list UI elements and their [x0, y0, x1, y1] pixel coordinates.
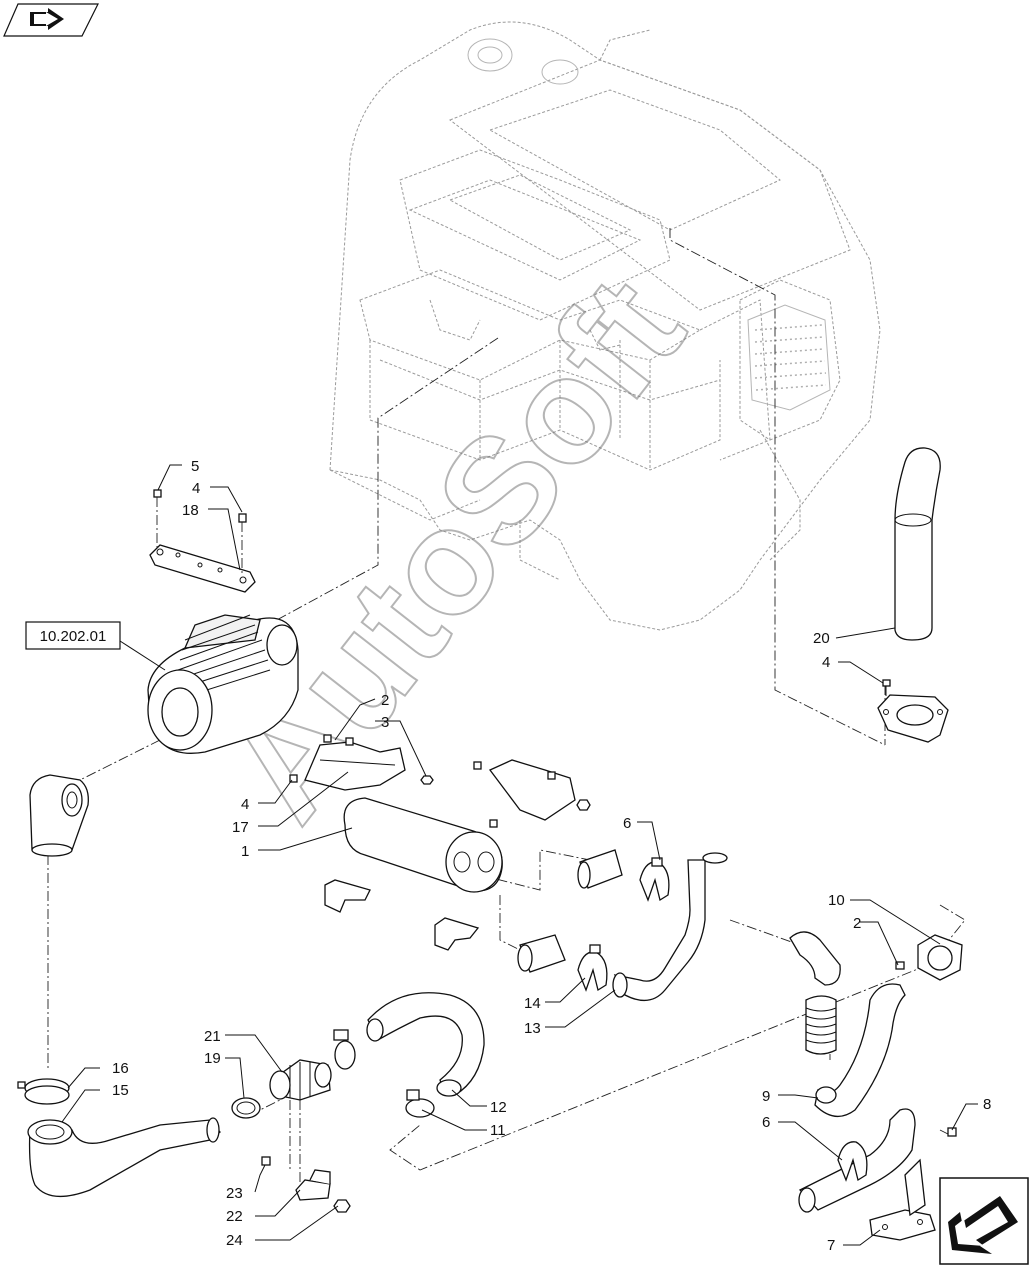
muffler-bracket-upper — [289, 734, 434, 791]
pipe-9 — [814, 983, 906, 1117]
pivot-boss — [467, 38, 579, 85]
callout-14: 14 — [524, 995, 541, 1012]
callout-3: 3 — [381, 714, 389, 731]
muffler-bracket-lower — [324, 879, 480, 951]
callout-5: 5 — [191, 458, 199, 475]
callout-15: 15 — [112, 1082, 129, 1099]
u-clamp-6-upper — [639, 857, 670, 902]
callout-24: 24 — [226, 1232, 243, 1249]
callout-12: 12 — [490, 1099, 507, 1116]
bolt-4-stack — [882, 679, 891, 696]
callout-19: 19 — [204, 1050, 221, 1067]
callout-18: 18 — [182, 502, 199, 519]
hose-clamp-pipe — [333, 1029, 356, 1070]
u-clamp-6-lower — [837, 1141, 868, 1182]
callout-20: 20 — [813, 630, 830, 647]
exhaust-stack — [894, 447, 941, 641]
callout-21: 21 — [204, 1028, 221, 1045]
callout-4-stack: 4 — [822, 654, 830, 671]
callout-22: 22 — [226, 1208, 243, 1225]
exhaust-pipe-13 — [612, 852, 728, 1002]
callout-8: 8 — [983, 1096, 991, 1113]
next-page-arrow-icon[interactable] — [939, 1177, 1029, 1265]
callout-10: 10 — [828, 892, 845, 909]
coupler-sleeve — [577, 849, 623, 889]
machine-frame-outline — [329, 21, 881, 631]
callout-1: 1 — [241, 843, 249, 860]
nut-24 — [333, 1199, 351, 1213]
callout-13: 13 — [524, 1020, 541, 1037]
leader-lines — [61, 464, 978, 1246]
bracket-22 — [295, 1169, 331, 1201]
callout-4-plate: 4 — [192, 480, 200, 497]
bolt-4-plate — [238, 513, 247, 576]
callout-2-flange: 2 — [853, 915, 861, 932]
hose-clamp-16 — [17, 1078, 70, 1105]
muffler — [343, 797, 503, 893]
callout-6-upper: 6 — [623, 815, 631, 832]
bolt-8 — [947, 1127, 957, 1137]
hose-clamp-19 — [231, 1097, 261, 1119]
callout-labels: 5 4 18 2 3 4 17 1 6 20 4 10 2 14 13 9 6 … — [112, 458, 991, 1254]
coupling-21 — [269, 1059, 332, 1101]
callout-2-upper: 2 — [381, 692, 389, 709]
bolt-5 — [153, 489, 162, 548]
intake-elbow — [29, 774, 89, 857]
flex-bellows-9 — [805, 995, 837, 1055]
flange-10 — [917, 934, 963, 981]
muffler-bracket-mid — [473, 759, 591, 828]
u-clamp-14 — [577, 944, 608, 992]
callout-11: 11 — [490, 1122, 506, 1139]
mounting-bracket-7 — [869, 1158, 936, 1241]
intake-hose-15 — [27, 1117, 221, 1197]
pipe-elbow — [789, 931, 841, 986]
book-arrow-icon[interactable] — [3, 3, 99, 37]
callout-16: 16 — [112, 1060, 129, 1077]
bolt-2-flange — [895, 961, 905, 970]
watermark: AutoSoft — [193, 247, 715, 849]
hose-12 — [366, 992, 485, 1097]
mounting-plate — [149, 544, 256, 593]
callout-7: 7 — [827, 1237, 835, 1254]
callout-6-lower: 6 — [762, 1114, 770, 1131]
radiator-grille — [747, 304, 831, 411]
hose-clamp-11 — [405, 1089, 435, 1118]
callout-23: 23 — [226, 1185, 243, 1202]
callout-9: 9 — [762, 1088, 770, 1105]
callout-4-bracket: 4 — [241, 796, 249, 813]
callout-17: 17 — [232, 819, 249, 836]
sleeve-14 — [517, 934, 566, 973]
stack-flange — [877, 694, 949, 743]
air-cleaner-assembly — [147, 614, 299, 754]
bolt-23 — [261, 1156, 271, 1166]
reference-box-text: 10.202.01 — [40, 628, 107, 645]
tail-pipe — [798, 1108, 916, 1213]
reference-box[interactable]: 10.202.01 — [25, 621, 121, 650]
